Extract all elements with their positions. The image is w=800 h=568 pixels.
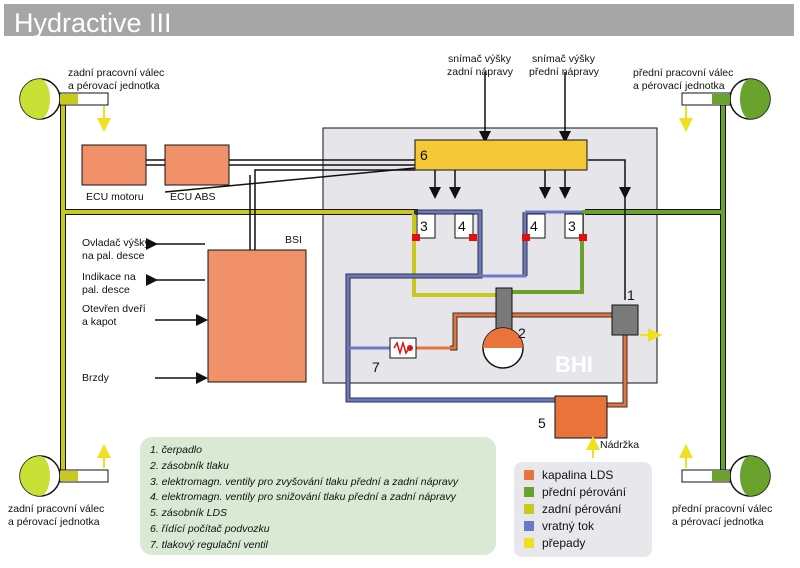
valve-3-front [564, 213, 584, 239]
parts-item: 1. čerpadlo [150, 444, 202, 456]
svg-text:přední nápravy: přední nápravy [529, 66, 600, 78]
lds-line-pump [510, 313, 627, 407]
key-swatch [524, 487, 534, 497]
key-swatch [524, 538, 534, 548]
tank-label: Nádržka [600, 439, 639, 451]
ecu-abs-box [164, 144, 230, 186]
wheel-front-bottom [679, 444, 771, 497]
input-doors-open: Otevřen dveří [82, 303, 146, 315]
wheel-rear-top [19, 78, 111, 132]
corner-front-bottom-label: přední pracovní válec [672, 503, 772, 515]
valve-4-rear [454, 213, 474, 239]
corner-rear-top-label: zadní pracovní válec [68, 67, 164, 79]
parts-item: 3. elektromagn. ventily pro zvyšování tl… [150, 475, 459, 488]
label-6: 6 [420, 147, 428, 163]
svg-text:a pérovací jednotka: a pérovací jednotka [633, 80, 725, 92]
parts-item: 5. zásobník LDS [150, 507, 228, 520]
svg-text:pal. desce: pal. desce [82, 284, 130, 296]
return-line [346, 210, 555, 402]
key-item: přední pérování [524, 484, 626, 500]
sensor-rear-label: snímač výšky [448, 53, 512, 65]
bhi-label: BHI [555, 352, 593, 377]
ecu-abs-label: ECU ABS [170, 191, 216, 203]
key-item: přepady [524, 535, 585, 551]
parts-legend-box [140, 437, 496, 555]
title-bar: Hydractive III [4, 4, 794, 38]
input-dash-indicator: Indikace na [82, 271, 136, 283]
key-swatch [524, 470, 534, 480]
key-item: zadní pérování [524, 501, 621, 517]
lds-line-accumulator [415, 313, 500, 350]
parts-item: 7. tlakový regulační ventil [150, 538, 268, 551]
input-brakes: Brzdy [82, 372, 110, 384]
svg-text:zadní nápravy: zadní nápravy [447, 66, 514, 78]
svg-text:a pérovací jednotka: a pérovací jednotka [8, 516, 100, 528]
pump [611, 304, 639, 336]
key-swatch [524, 504, 534, 514]
svg-text:a pérovací jednotka: a pérovací jednotka [68, 80, 160, 92]
bsi-box [207, 249, 307, 383]
label-4a: 4 [458, 218, 466, 234]
ecu-engine-box [81, 144, 147, 186]
wheel-rear-bottom [19, 444, 111, 497]
valve-4-front [526, 213, 546, 239]
lds-reservoir [554, 395, 608, 439]
page-title: Hydractive III [14, 8, 172, 38]
svg-text:na pal. desce: na pal. desce [82, 250, 145, 262]
label-5: 5 [538, 415, 546, 431]
corner-rear-bottom-label: zadní pracovní válec [8, 503, 104, 515]
key-item: kapalina LDS [524, 467, 613, 483]
ecu-engine-label: ECU motoru [86, 191, 144, 203]
accumulator-stem [495, 287, 513, 335]
chassis-controller [414, 139, 588, 171]
parts-item: 4. elektromagn. ventily pro snižování tl… [150, 491, 456, 504]
label-4b: 4 [530, 218, 538, 234]
key-swatch [524, 521, 534, 531]
valve-3-rear [416, 213, 436, 239]
parts-legend: 1. čerpadlo 2. zásobník tlaku 3. elektro… [150, 443, 458, 554]
key-item: vratný tok [524, 518, 594, 534]
label-3b: 3 [568, 218, 576, 234]
parts-item: 2. zásobník tlaku [150, 459, 229, 472]
svg-text:a kapot: a kapot [82, 316, 117, 328]
label-2: 2 [518, 325, 526, 341]
input-height-control: Ovladač výšky [82, 237, 150, 249]
rear-line-top [63, 210, 504, 297]
wheel-front-top [679, 78, 771, 132]
parts-item: 6. řídící počítač podvozku [150, 522, 270, 535]
bsi-label: BSI [285, 234, 302, 246]
svg-text:a pérovací jednotka: a pérovací jednotka [672, 516, 764, 528]
sensor-front-label: snímač výšky [532, 53, 596, 65]
label-1: 1 [627, 287, 635, 303]
label-7: 7 [372, 359, 380, 375]
label-3a: 3 [420, 218, 428, 234]
color-key-box [514, 462, 652, 557]
corner-front-top-label: přední pracovní válec [633, 67, 733, 79]
